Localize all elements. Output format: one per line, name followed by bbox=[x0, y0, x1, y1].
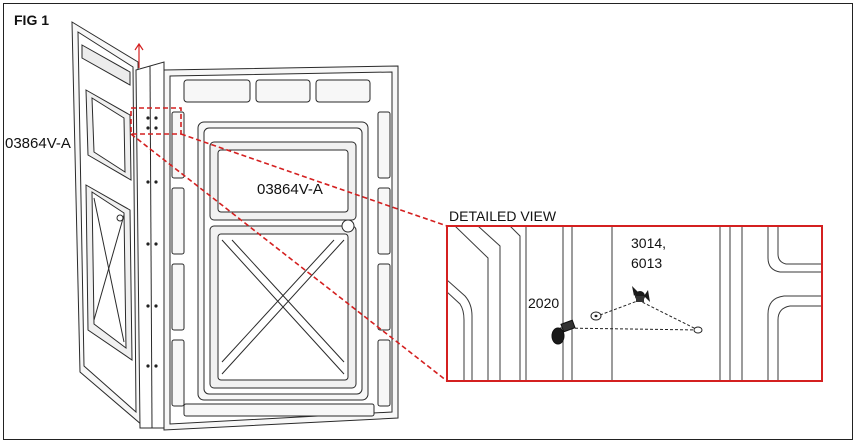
washer-icon bbox=[590, 311, 602, 321]
nut-part-callout-line2: 6013 bbox=[631, 255, 663, 271]
bolt-2020-icon bbox=[551, 319, 576, 345]
front-wall-panel bbox=[163, 65, 399, 431]
detail-view bbox=[446, 225, 823, 382]
joint-fasteners bbox=[146, 116, 158, 368]
right-panel-part-label: 03864V-A bbox=[257, 181, 323, 198]
detail-callout-source bbox=[130, 107, 448, 382]
left-wall-panel bbox=[71, 21, 143, 427]
left-panel-part-label: 03864V-A bbox=[5, 135, 71, 152]
detail-view-frame bbox=[446, 225, 823, 382]
fastener-assembly bbox=[559, 299, 701, 331]
panel-joint-strip bbox=[135, 61, 165, 429]
figure-title: FIG 1 bbox=[14, 12, 50, 28]
washer-far-icon bbox=[693, 326, 703, 334]
bolt-part-callout: 2020 bbox=[528, 295, 560, 311]
nut-part-callout-line1: 3014, bbox=[631, 235, 667, 251]
wing-nut-3014-icon bbox=[632, 286, 650, 302]
figure-frame bbox=[3, 3, 853, 440]
detail-view-title: DETAILED VIEW bbox=[449, 208, 557, 224]
lift-arrow-icon bbox=[134, 42, 144, 68]
